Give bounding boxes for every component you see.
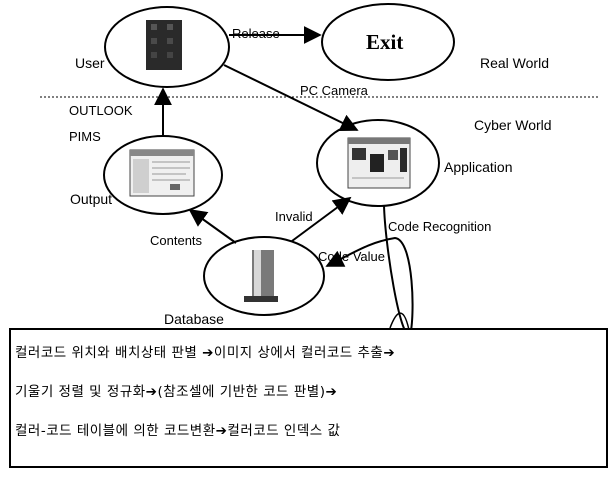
output-window-thumbnail-icon [129, 149, 195, 197]
database-label: Database [164, 311, 224, 327]
contents-arrow [188, 208, 237, 244]
contents-label: Contents [150, 233, 203, 248]
process-step-3: 컬러-코드 테이블에 의한 코드변환➔컬러코드 인덱스 값 [15, 423, 341, 439]
exit-node-ellipse [321, 3, 455, 81]
dark-device-screen-icon [146, 20, 182, 70]
real-world-label: Real World [480, 55, 549, 71]
code-recognition-label: Code Recognition [388, 219, 492, 234]
invalid-label: Invalid [275, 209, 313, 224]
pims-label: PIMS [69, 129, 101, 144]
process-step-1: 컬러코드 위치와 배치상태 판별 ➔이미지 상에서 컬러코드 추출➔ [15, 345, 396, 361]
invalid-arrow [291, 196, 352, 242]
code-value-label: Code Value [318, 249, 385, 264]
process-step-2: 기울기 정렬 및 정규화➔(참조셀에 기반한 코드 판별)➔ [15, 384, 338, 400]
output-label: Output [70, 191, 113, 207]
pc-camera-arrow [223, 64, 359, 131]
pc-camera-label: PC Camera [300, 83, 368, 98]
exit-label: Exit [366, 30, 404, 54]
application-label: Application [444, 159, 513, 175]
application-window-thumbnail-icon [347, 137, 411, 189]
process-description-box: 컬러코드 위치와 배치상태 판별 ➔이미지 상에서 컬러코드 추출➔ 기울기 정… [9, 328, 608, 468]
release-label: Release [232, 26, 280, 41]
outlook-label: OUTLOOK [69, 103, 133, 118]
user-label: User [75, 55, 105, 71]
code-value-curve-arrow [325, 204, 414, 337]
database-cylinder-icon [244, 250, 278, 302]
cyber-world-label: Cyber World [474, 117, 552, 133]
